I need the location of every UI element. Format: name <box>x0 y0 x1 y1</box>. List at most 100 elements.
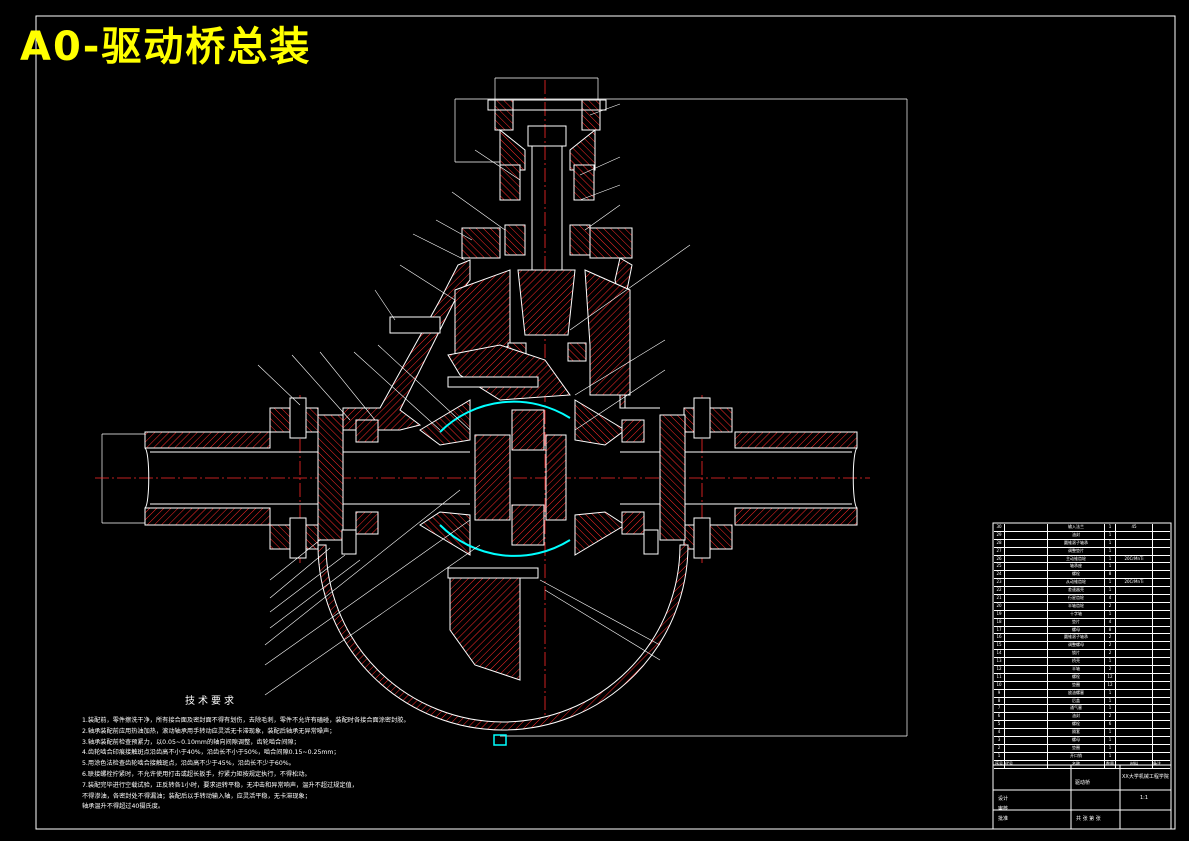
bom-cell-qty: 12 <box>1105 673 1116 681</box>
bom-cell-code <box>1005 689 1048 697</box>
bom-cell-name: 圆锥滚子轴承 <box>1048 539 1105 547</box>
bom-cell-mat <box>1116 634 1153 642</box>
axle-housing <box>144 431 858 526</box>
bom-cell-no: 序号 <box>995 760 1005 768</box>
bom-cell-rem <box>1153 571 1170 578</box>
bom-cell-rem <box>1153 650 1170 657</box>
bom-cell-no: 14 <box>994 650 1005 658</box>
bom-cell-mat <box>1116 681 1153 689</box>
tech-requirements-title: 技术要求 <box>185 696 237 707</box>
bom-cell-no: 25 <box>994 563 1005 571</box>
bom-cell-no: 12 <box>994 666 1005 673</box>
bom-cell-name: 螺母 <box>1048 737 1105 744</box>
bom-cell-no: 11 <box>994 673 1005 681</box>
bom-cell-name: 名称 <box>1048 760 1105 768</box>
bom-cell-no: 2 <box>994 744 1005 752</box>
bom-cell-rem <box>1153 713 1170 720</box>
bom-cell-rem <box>1153 595 1170 602</box>
bom-cell-qty: 1 <box>1105 539 1116 547</box>
bom-cell-qty: 8 <box>1105 571 1116 579</box>
bom-cell-mat <box>1116 697 1153 705</box>
bom-cell-code <box>1005 673 1048 681</box>
bom-cell-name: 锁片 <box>1048 650 1105 658</box>
bom-cell-no: 20 <box>994 602 1005 610</box>
bom-cell-mat <box>1116 642 1153 650</box>
bom-cell-name: 从动锥齿轮 <box>1048 579 1105 587</box>
bom-cell-mat <box>1116 571 1153 579</box>
bom-cell-mat <box>1116 650 1153 658</box>
bom-cell-no: 5 <box>994 721 1005 729</box>
bom-cell-qty: 2 <box>1105 642 1116 650</box>
bom-cell-mat <box>1116 563 1153 571</box>
bom-cell-rem <box>1153 603 1170 610</box>
bom-cell-qty: 1 <box>1105 689 1116 697</box>
bom-cell-code <box>1005 524 1048 531</box>
bom-cell-rem <box>1153 658 1170 665</box>
bom-cell-rem <box>1153 666 1170 673</box>
bom-cell-rem <box>1153 682 1170 689</box>
sheet-frame <box>35 15 1176 830</box>
title-block-approve: 批准 <box>998 816 1009 822</box>
bom-cell-rem <box>1153 611 1170 618</box>
bom-cell-rem <box>1153 524 1170 531</box>
bom-cell-no: 24 <box>994 571 1005 579</box>
bom-cell-rem <box>1153 579 1170 586</box>
bom-cell-qty: 1 <box>1105 752 1116 760</box>
bom-cell-mat <box>1116 713 1153 721</box>
bom-cell-qty: 2 <box>1105 713 1116 721</box>
bom-cell-mat <box>1116 531 1153 539</box>
bom-cell-name: 调整垫片 <box>1048 547 1105 555</box>
side-bearings <box>355 419 645 535</box>
title-block-drawing-name: 驱动桥 <box>1075 780 1091 786</box>
bom-cell-qty: 8 <box>1105 626 1116 634</box>
bom-cell-qty: 1 <box>1105 563 1116 571</box>
bom-cell-code <box>1005 744 1048 752</box>
bom-cell-qty: 1 <box>1105 610 1116 618</box>
bom-cell-name: 行星齿轮 <box>1048 595 1105 602</box>
bom-cell-no: 4 <box>994 729 1005 737</box>
bom-cell-name: 垫圈 <box>1048 681 1105 689</box>
bom-cell-name: 螺栓 <box>1048 571 1105 579</box>
bom-cell-code <box>1005 642 1048 650</box>
case-bolts <box>389 316 539 579</box>
bom-cell-mat <box>1116 744 1153 752</box>
bom-cell-name: 差速器壳 <box>1048 587 1105 595</box>
title-block-sheet: 共 张 第 张 <box>1076 816 1101 822</box>
bom-cell-rem <box>1153 556 1170 563</box>
bom-cell-code: 代号 <box>1005 760 1048 768</box>
bom-cell-mat <box>1116 626 1153 634</box>
pinion-housing <box>461 99 633 259</box>
bom-cell-name: 开口销 <box>1048 752 1105 760</box>
tech-requirements-list: 1.装配前，零件擦洗干净，所有接合面及密封面不得有划伤，去除毛刺，零件不允许有磕… <box>82 716 512 813</box>
bom-cell-mat <box>1116 618 1153 626</box>
bom-cell-no: 6 <box>994 713 1005 721</box>
bom-cell-mat: 20CrMnTi <box>1116 555 1153 563</box>
bom-cell-code <box>1005 587 1048 595</box>
bom-cell-code <box>1005 737 1048 744</box>
bom-cell-rem <box>1153 548 1170 555</box>
bom-cell-name: 螺母 <box>1048 626 1105 634</box>
bom-cell-name: 圆锥滚子轴承 <box>1048 634 1105 642</box>
tech-requirement-item: 轴承温升不得超过40摄氏度。 <box>82 803 165 811</box>
bom-cell-qty: 1 <box>1105 524 1116 531</box>
bom-cell-no: 22 <box>994 587 1005 595</box>
bom-cell-qty: 1 <box>1105 737 1116 744</box>
bom-cell-mat: 45 <box>1116 524 1153 531</box>
bom-cell-code <box>1005 713 1048 721</box>
bom-cell-qty: 1 <box>1105 531 1116 539</box>
bom-cell-name: 螺栓 <box>1048 721 1105 729</box>
drain-plug <box>493 734 507 746</box>
bom-cell-name: 桥壳 <box>1048 658 1105 666</box>
bom-cell-name: 主动锥齿轮 <box>1048 555 1105 563</box>
bom-cell-no: 3 <box>994 737 1005 744</box>
bom-cell-code <box>1005 697 1048 705</box>
bom-cell-qty: 1 <box>1105 744 1116 752</box>
